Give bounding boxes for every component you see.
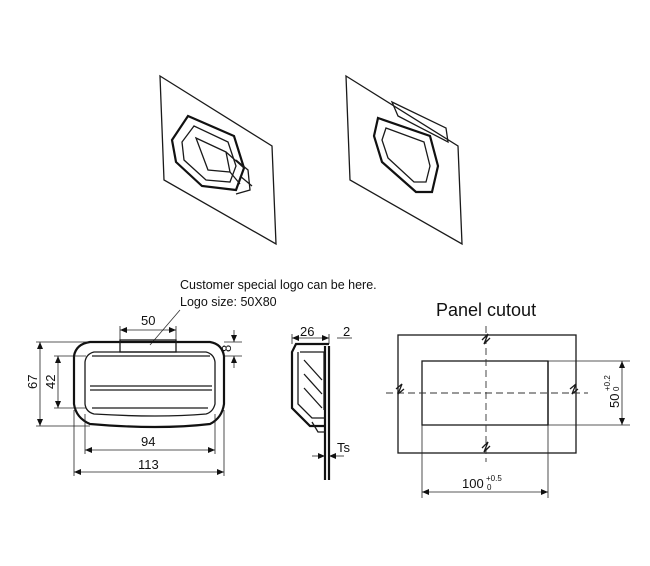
logo-note-line2: Logo size: 50X80 <box>180 295 277 309</box>
logo-note: Customer special logo can be here. Logo … <box>149 278 377 346</box>
side-view: 26 2 Ts <box>290 324 352 480</box>
cutout-width-tol-upper: +0.5 <box>486 474 502 483</box>
cutout-width-tol-lower: 0 <box>487 483 492 492</box>
cutout-height-tol-lower: 0 <box>612 386 621 391</box>
dim-height-inner: 42 <box>43 375 58 389</box>
panel-cutout: Panel cutout 50 +0.2 0 100 +0.5 0 <box>386 300 630 498</box>
isometric-view-open <box>159 74 277 246</box>
dim-height-total: 67 <box>25 375 40 389</box>
dim-total-width: 113 <box>138 457 159 472</box>
dim-inner-width: 94 <box>141 434 155 449</box>
cutout-height-tol-upper: +0.2 <box>603 375 612 391</box>
dim-logo-width: 50 <box>141 313 155 328</box>
dim-thickness: Ts <box>337 440 351 455</box>
isometric-view-closed <box>345 74 463 246</box>
logo-note-line1: Customer special logo can be here. <box>180 278 377 292</box>
front-view: 50 67 42 8 94 113 <box>25 313 242 476</box>
dim-flange: 2 <box>343 324 350 339</box>
dim-depth: 26 <box>300 324 314 339</box>
cutout-height-nominal: 50 <box>607 394 622 408</box>
cutout-width-nominal: 100 <box>462 476 484 491</box>
panel-cutout-title: Panel cutout <box>436 300 536 320</box>
dim-top-offset: 8 <box>219 345 234 352</box>
